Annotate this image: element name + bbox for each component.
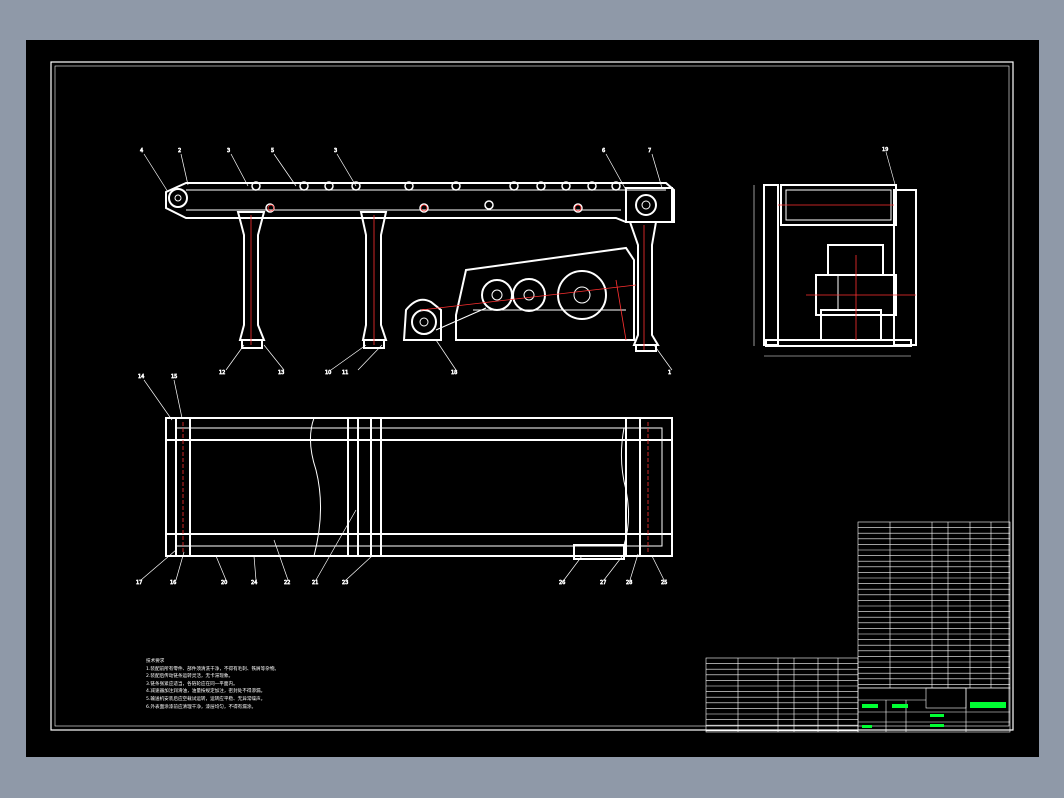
side-dimensions: 19 xyxy=(753,147,911,357)
notes-line-3: 3.链条张紧应适当，各链轮应在同一平面内。 xyxy=(146,681,238,687)
svg-text:28: 28 xyxy=(626,580,632,586)
front-elevation-view xyxy=(165,181,675,352)
svg-text:23: 23 xyxy=(342,580,348,586)
front-centerlines xyxy=(250,204,645,350)
svg-text:5: 5 xyxy=(271,148,274,154)
svg-text:18: 18 xyxy=(451,370,457,376)
svg-text:7: 7 xyxy=(648,148,651,154)
svg-text:25: 25 xyxy=(661,580,667,586)
svg-text:15: 15 xyxy=(171,374,177,380)
plan-leaders: 14 15 17 16 20 24 22 21 23 26 27 28 25 xyxy=(136,374,668,587)
side-centerlines xyxy=(778,204,916,340)
svg-text:21: 21 xyxy=(312,580,318,586)
svg-text:27: 27 xyxy=(600,580,606,586)
notes-line-6: 6.外表面涂漆前应清理干净，漆层均匀，不得有漏涂。 xyxy=(146,704,257,710)
parts-list-lower xyxy=(705,657,859,733)
svg-text:22: 22 xyxy=(284,580,290,586)
svg-text:24: 24 xyxy=(251,580,257,586)
notes-line-1: 1.装配前所有零件、部件须清洗干净，不得有毛刺、铁屑等杂物。 xyxy=(146,666,280,672)
side-elevation-view xyxy=(763,184,917,347)
parts-list-upper xyxy=(857,521,1011,689)
svg-text:4: 4 xyxy=(140,148,143,154)
outer-frame xyxy=(50,61,1014,731)
svg-text:14: 14 xyxy=(138,374,144,380)
svg-text:1: 1 xyxy=(668,370,671,376)
notes-line-4: 4.减速器加注润滑油，油量按规定加注，密封处不得渗漏。 xyxy=(146,689,266,695)
svg-text:13: 13 xyxy=(278,370,284,376)
notes-heading: 技术要求 xyxy=(146,659,165,664)
plan-centerlines xyxy=(182,422,649,552)
front-leaders: 4 2 3 5 3 6 7 12 13 10 11 18 1 xyxy=(140,148,673,376)
inner-frame xyxy=(54,65,1010,727)
svg-text:19: 19 xyxy=(882,147,888,153)
top-plan-view xyxy=(165,417,673,560)
title-block-highlights xyxy=(862,702,1006,728)
svg-text:10: 10 xyxy=(325,370,331,376)
svg-text:26: 26 xyxy=(559,580,565,586)
svg-text:3: 3 xyxy=(227,148,230,154)
svg-text:11: 11 xyxy=(342,370,348,376)
svg-text:17: 17 xyxy=(136,580,142,586)
svg-text:12: 12 xyxy=(219,370,225,376)
technical-notes: 技术要求 1.装配前所有零件、部件须清洗干净，不得有毛刺、铁屑等杂物。 2.装配… xyxy=(146,658,279,711)
svg-text:2: 2 xyxy=(178,148,181,154)
svg-text:3: 3 xyxy=(334,148,337,154)
svg-text:16: 16 xyxy=(170,580,176,586)
svg-text:6: 6 xyxy=(602,148,605,154)
title-block xyxy=(857,687,1011,733)
notes-line-2: 2.装配后传动链条运转灵活，无卡滞现象。 xyxy=(146,674,234,680)
svg-text:20: 20 xyxy=(221,580,227,586)
notes-line-5: 5.输送机安装后应空载试运转，运转应平稳、无异常噪声。 xyxy=(146,696,266,702)
